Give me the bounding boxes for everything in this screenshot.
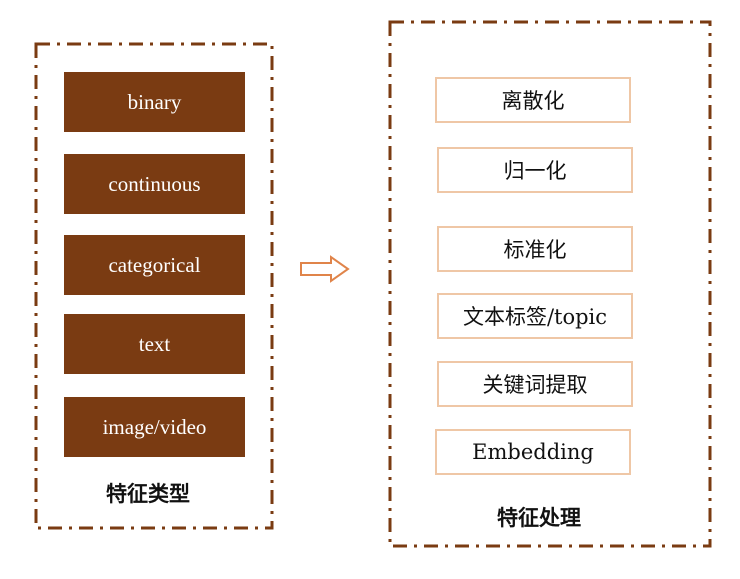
processing-label: Embedding: [472, 440, 594, 464]
feature-types-frame: [34, 42, 274, 530]
feature-type-label: text: [138, 331, 171, 356]
feature-type-binary: binary: [64, 72, 245, 132]
processing-label: 归一化: [503, 159, 567, 183]
feature-type-label: continuous: [108, 171, 201, 196]
feature-type-text: text: [64, 314, 245, 374]
processing-text-tag-topic: 文本标签/topic: [437, 293, 633, 339]
feature-type-categorical: categorical: [64, 235, 245, 295]
processing-standardization: 标准化: [437, 226, 633, 272]
processing-embedding: Embedding: [435, 429, 631, 475]
feature-type-label: image/video: [102, 414, 207, 439]
right-hollow-arrow-icon: [300, 255, 350, 283]
processing-label: 标准化: [503, 238, 567, 262]
feature-type-continuous: continuous: [64, 154, 245, 214]
feature-type-image-video: image/video: [64, 397, 245, 457]
feature-type-label: categorical: [108, 252, 201, 277]
feature-type-label: binary: [127, 89, 182, 114]
feature-processing-caption: 特征处理: [497, 505, 581, 530]
processing-label: 关键词提取: [482, 373, 588, 397]
processing-label: 离散化: [501, 89, 565, 113]
processing-discretization: 离散化: [435, 77, 631, 123]
feature-processing-frame: [388, 20, 712, 548]
processing-label: 文本标签/topic: [462, 305, 608, 329]
processing-keyword-extraction: 关键词提取: [437, 361, 633, 407]
feature-types-caption: 特征类型: [106, 481, 190, 506]
processing-normalization: 归一化: [437, 147, 633, 193]
